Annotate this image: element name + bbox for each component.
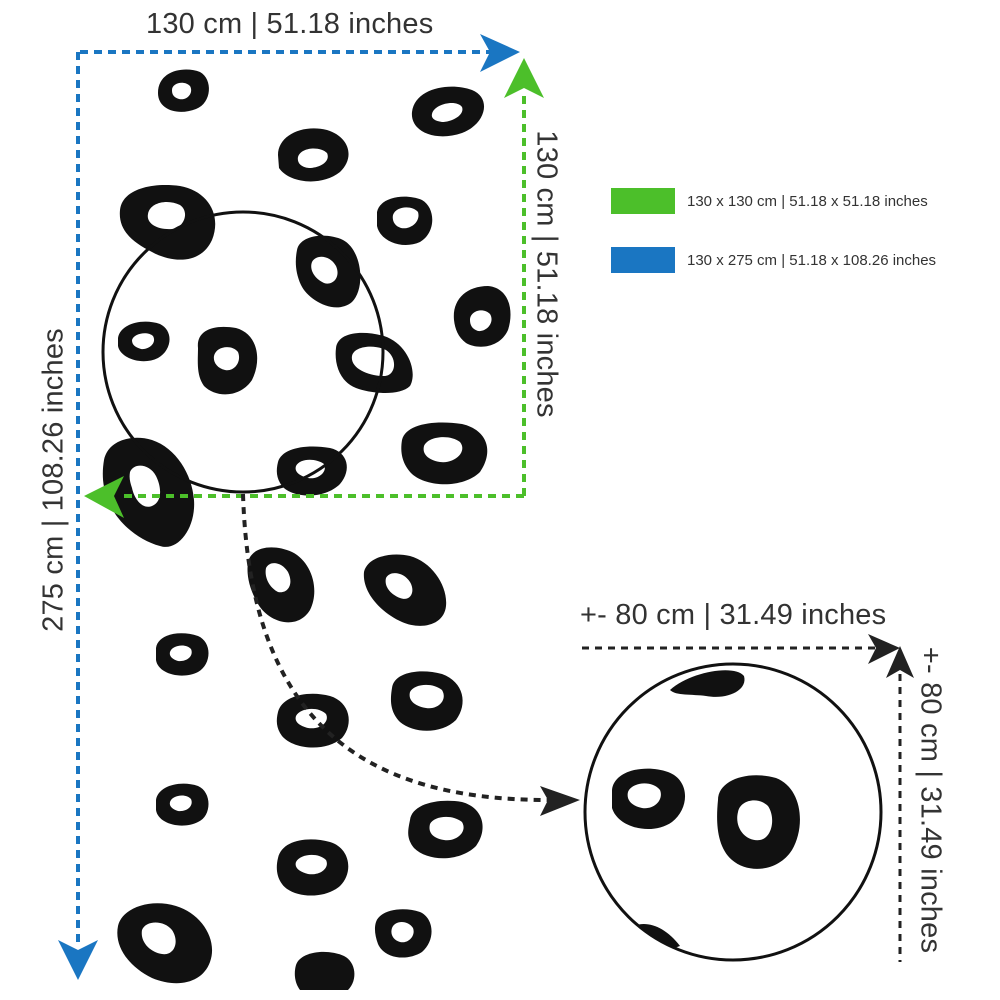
- black-arrow-right-small-icon: [868, 634, 900, 664]
- blue-arrow-down-icon: [58, 940, 98, 980]
- spot: [276, 839, 349, 896]
- spot: [276, 693, 349, 748]
- spot: [408, 800, 483, 859]
- legend-item-130x275: 130 x 275 cm | 51.18 x 108.26 inches: [611, 247, 936, 273]
- legend-item-130x130: 130 x 130 cm | 51.18 x 51.18 inches: [611, 188, 928, 214]
- pattern-spots: [102, 69, 511, 990]
- zoom-connector-arrow: [241, 493, 549, 802]
- spot: [156, 783, 209, 826]
- legend-label: 130 x 275 cm | 51.18 x 108.26 inches: [687, 251, 937, 269]
- spot: [411, 86, 485, 137]
- full-height-label: 275 cm | 108.26 inches: [37, 328, 70, 632]
- spot: [717, 775, 800, 869]
- repeat-dimension-lines: [582, 646, 902, 962]
- spot: [102, 437, 195, 547]
- green-arrow-left-icon: [84, 476, 124, 518]
- spot: [377, 196, 433, 245]
- blue-arrow-right-icon: [480, 34, 520, 72]
- green-arrow-up-icon: [504, 58, 544, 98]
- zoom-source-circle: [101, 210, 385, 494]
- spot: [158, 69, 209, 112]
- spot: [453, 286, 511, 347]
- green-swatch-icon: [611, 188, 675, 214]
- spot: [363, 554, 447, 626]
- spot: [119, 185, 216, 260]
- spot: [401, 422, 488, 485]
- repeat-width-label: +- 80 cm | 31.49 inches: [580, 599, 887, 631]
- spot: [197, 326, 258, 395]
- spot: [276, 446, 347, 496]
- top-width-label: 130 cm | 51.18 inches: [146, 8, 434, 40]
- spot: [278, 128, 349, 182]
- spot: [670, 670, 745, 697]
- spot: [335, 332, 413, 393]
- zoomed-repeat-circle: [583, 662, 883, 962]
- sample-height-label: 130 cm | 51.18 inches: [530, 130, 563, 418]
- spot: [390, 671, 463, 731]
- spot: [247, 547, 315, 623]
- green-dimension-lines: [120, 96, 526, 498]
- black-arrow-right-icon: [540, 786, 580, 816]
- spot: [118, 321, 170, 362]
- black-arrow-up-small-icon: [886, 646, 914, 678]
- spot: [612, 768, 686, 830]
- spot: [295, 235, 361, 308]
- spot: [117, 903, 213, 984]
- spot: [156, 633, 209, 676]
- blue-swatch-icon: [611, 247, 675, 273]
- spot: [374, 909, 432, 958]
- spot: [294, 951, 355, 990]
- blue-dimension-lines: [76, 50, 492, 942]
- repeat-height-label: +- 80 cm | 31.49 inches: [914, 646, 947, 954]
- legend-label: 130 x 130 cm | 51.18 x 51.18 inches: [687, 192, 928, 210]
